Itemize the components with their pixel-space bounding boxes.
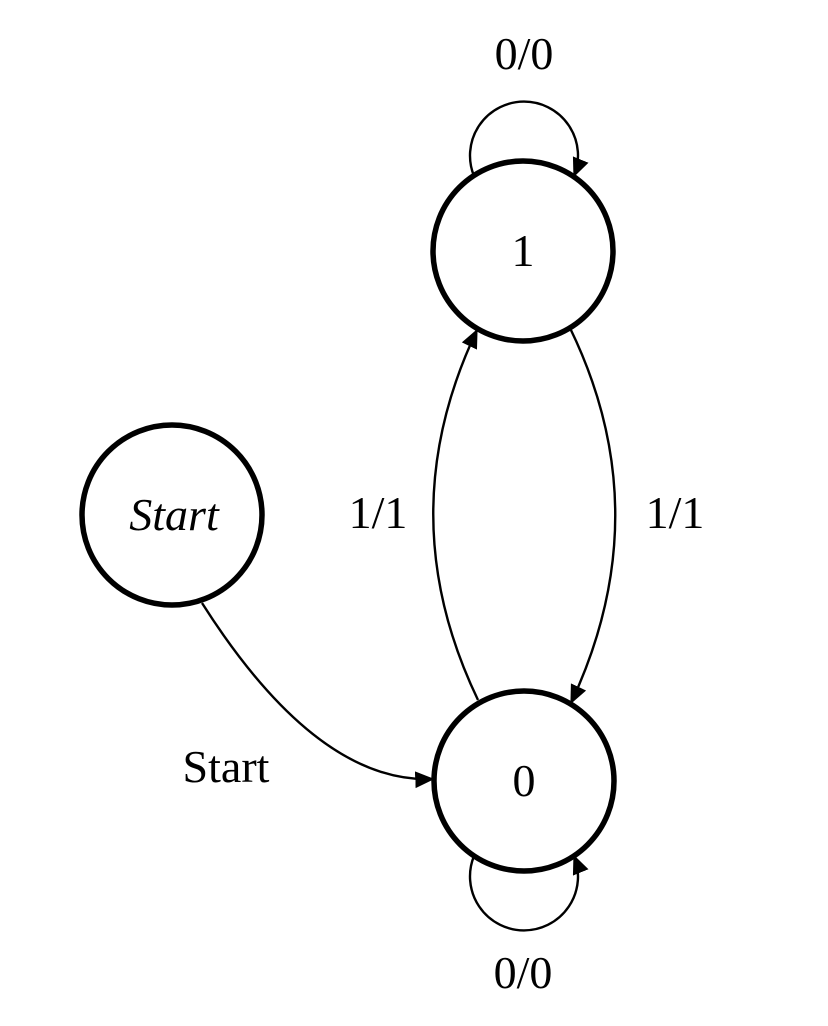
state-start-label: Start <box>129 489 220 540</box>
self-loop-state-1-arrow <box>468 100 589 178</box>
self-loop-state-0-arrow <box>468 854 589 932</box>
transition-1-to-0-label: 1/1 <box>646 487 705 538</box>
state-start-circle <box>79 422 265 608</box>
transition-start-to-0-label: Start <box>183 741 270 792</box>
self-loop-state-1-label: 0/0 <box>495 28 554 79</box>
state-0-label: 0 <box>513 755 536 806</box>
transition-0-to-1-arrow <box>432 328 480 701</box>
state-1-circle <box>430 158 616 344</box>
transition-start-to-0-arrow <box>200 602 435 789</box>
transition-0-to-1-label: 1/1 <box>349 487 408 538</box>
state-1-label: 1 <box>512 225 535 276</box>
self-loop-state-0-label: 0/0 <box>494 947 553 998</box>
transition-1-to-0-arrow <box>568 327 617 705</box>
